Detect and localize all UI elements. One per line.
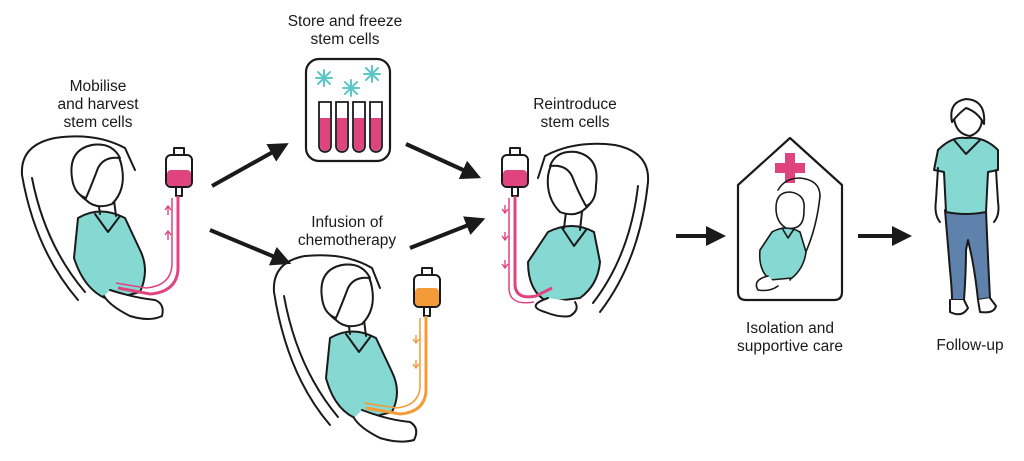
chemo-tubing	[363, 316, 428, 416]
patient-chemotherapy-scene	[272, 254, 441, 443]
arrow-harvest-to-store	[211, 143, 289, 188]
label-infusion-chemotherapy: Infusion of chemotherapy	[297, 214, 397, 249]
arrow-store-to-reintroduce	[405, 142, 482, 179]
label-follow-up: Follow-up	[936, 337, 1004, 354]
test-tubes-with-snowflakes-icon	[304, 57, 392, 163]
label-store-freeze: Store and freeze stem cells	[287, 13, 403, 48]
house-with-medical-cross-icon	[736, 136, 844, 302]
label-reintroduce: Reintroduce stem cells	[533, 96, 617, 131]
patient-harvest-scene	[20, 135, 193, 320]
arrow-chemo-to-reintroduce	[409, 216, 486, 250]
patient-standing-figure	[933, 98, 1000, 316]
arrow-harvest-to-chemo	[209, 228, 292, 266]
reinfusion-tubing	[501, 196, 553, 304]
flow-arrows	[209, 142, 912, 266]
harvest-tubing	[115, 196, 180, 296]
patient-reinfusion-scene	[501, 142, 650, 318]
label-isolation-care: Isolation and supportive care	[737, 320, 843, 355]
label-mobilise-harvest: Mobilise and harvest stem cells	[57, 78, 139, 131]
